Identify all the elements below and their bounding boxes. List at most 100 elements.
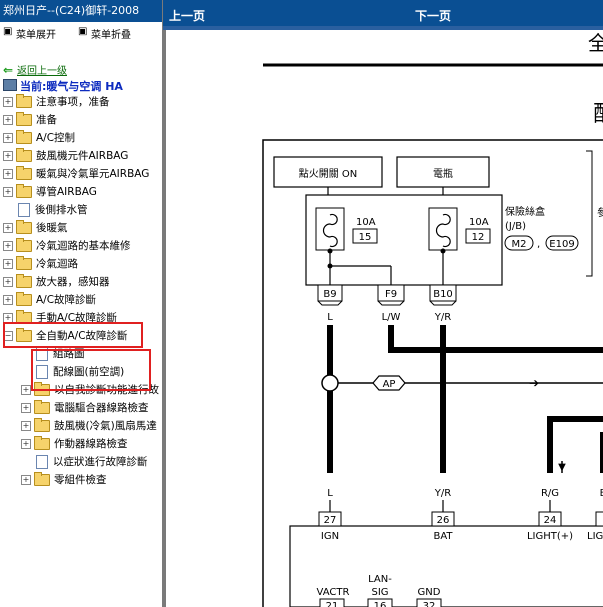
back-arrow-icon: ⇐ (3, 63, 14, 77)
tree-item[interactable]: + 放大器，感知器 (3, 274, 110, 290)
back-link[interactable]: ⇐返回上一级 (3, 62, 67, 77)
tree-item-label[interactable]: 電腦驅合器線路檢查 (54, 402, 149, 414)
highlight-box-document (31, 349, 151, 391)
window-title: 郑州日产--(C24)御轩-2008 (0, 0, 162, 22)
tree-item-label[interactable]: 准备 (36, 114, 57, 126)
folder-icon (16, 220, 32, 234)
wire-label-yr-lower: Y/R (434, 488, 451, 499)
tree-item[interactable]: +以症狀進行故障診斷 (21, 454, 148, 470)
tree-item[interactable]: + A/C故障診斷 (3, 292, 96, 308)
fuse-12-rating: 10A (469, 217, 489, 228)
expand-node-icon[interactable]: + (3, 295, 13, 305)
expand-node-icon[interactable]: + (3, 115, 13, 125)
jb-label: (J/B) (505, 221, 526, 232)
tree-item[interactable]: + 冷氣迴路的基本維修 (3, 238, 131, 254)
tree-item[interactable]: + 鼓風機(冷氣)風扇馬達 (21, 418, 157, 434)
prev-page-button[interactable]: 上一页 (169, 9, 206, 23)
pin-32-label: 32 (423, 601, 436, 607)
expand-node-icon[interactable]: + (21, 421, 31, 431)
tree-item-label[interactable]: 手動A/C故障診斷 (36, 312, 118, 324)
folder-icon (16, 148, 32, 162)
tree-item-label[interactable]: 鼓風機(冷氣)風扇馬達 (54, 420, 157, 432)
collapse-icon[interactable]: ▣ (78, 26, 88, 37)
expand-node-icon[interactable]: + (3, 97, 13, 107)
tree-item[interactable]: + 導管AIRBAG (3, 184, 97, 200)
document-icon (36, 365, 48, 379)
pin-lan-label: LAN- (368, 574, 392, 585)
expand-node-icon[interactable]: + (3, 277, 13, 287)
fuse-box-label: 保險絲盒 (505, 205, 545, 218)
wiring-diagram: 全 配 點火開關 ON 電瓶 10A 15 10A 12 (262, 31, 603, 607)
down-arrow-icon: ▼ (558, 462, 566, 473)
tree-item-label[interactable]: 注意事项，准备 (36, 96, 110, 108)
tree-item[interactable]: +配線圖(前空調) (21, 364, 124, 380)
tree-item-label[interactable]: 作動器線路檢查 (54, 438, 128, 450)
tree-item-label[interactable]: A/C故障診斷 (36, 294, 97, 306)
tree-item[interactable]: + 作動器線路檢查 (21, 436, 128, 452)
pin-light-label: LIGHT(+) (527, 531, 573, 542)
tree-item-label[interactable]: 冷氣迴路 (36, 258, 78, 270)
pin-bat-label: BAT (433, 531, 453, 542)
expand-node-icon[interactable]: + (3, 187, 13, 197)
expand-icon[interactable]: ▣ (3, 26, 13, 37)
tree-item[interactable]: +手動A/C故障診斷 (3, 310, 117, 326)
folder-icon (16, 256, 32, 270)
folder-icon (34, 400, 50, 414)
tree-item-label[interactable]: 後暖氣 (36, 222, 68, 234)
expand-node-icon[interactable]: + (3, 223, 13, 233)
tree-item-label[interactable]: 零組件檢查 (54, 474, 107, 486)
tree-item-label[interactable]: 冷氣迴路的基本維修 (36, 240, 131, 252)
tree-item-label[interactable]: A/C控制 (36, 132, 76, 144)
tree-item[interactable]: + 注意事项，准备 (3, 94, 110, 110)
tree-item[interactable]: + 准备 (3, 112, 57, 128)
expand-node-icon[interactable]: + (3, 133, 13, 143)
tree-item[interactable]: + 後暖氣 (3, 220, 68, 236)
fuse-box-bracket (586, 150, 593, 277)
pin-21-label: 21 (326, 601, 339, 607)
expand-node-icon[interactable]: + (3, 151, 13, 161)
tree-item-label[interactable]: 後側排水管 (35, 204, 88, 216)
tree-item[interactable]: + 電腦驅合器線路檢查 (21, 400, 149, 416)
folder-icon (34, 472, 50, 486)
tree-item-label[interactable]: 鼓風機元件AIRBAG (36, 150, 129, 162)
next-page-button[interactable]: 下一页 (415, 9, 452, 23)
diagram-subtitle-fragment: 配 (593, 102, 603, 127)
tree-item-label[interactable]: 暖氣與冷氣單元AIRBAG (36, 168, 150, 180)
tree-item[interactable]: −全自動A/C故障診斷 (3, 328, 128, 344)
highlight-box-folder (3, 322, 143, 348)
tree-item-label[interactable]: 導管AIRBAG (36, 186, 97, 198)
expand-node-icon[interactable]: + (21, 475, 31, 485)
tree-item[interactable]: + 零組件檢查 (21, 472, 107, 488)
tree-item-label[interactable]: 全自動A/C故障診斷 (36, 330, 128, 342)
expand-node-icon[interactable]: + (21, 439, 31, 449)
pin-24-label: 24 (544, 515, 557, 526)
expand-node-icon[interactable]: + (3, 259, 13, 269)
connector-b10-label: B10 (433, 289, 453, 300)
tree-item[interactable]: + 暖氣與冷氣單元AIRBAG (3, 166, 149, 182)
expand-node-icon[interactable]: + (3, 169, 13, 179)
back-link-label[interactable]: 返回上一级 (17, 66, 67, 77)
tree-item-label[interactable]: 配線圖(前空調) (53, 366, 125, 378)
expand-node-icon[interactable]: + (21, 385, 31, 395)
tree-item[interactable]: + 冷氣迴路 (3, 256, 78, 272)
menu-expand-button[interactable]: 菜单展开 (16, 30, 56, 41)
expand-node-icon[interactable]: + (3, 241, 13, 251)
folder-icon (16, 274, 32, 288)
tree-item[interactable]: +後側排水管 (3, 202, 88, 218)
fuse-15-element-icon (322, 213, 338, 248)
menu-collapse-button[interactable]: 菜单折叠 (91, 30, 131, 41)
tree-item[interactable]: + 鼓風機元件AIRBAG (3, 148, 128, 164)
fuse-12-number-box (465, 228, 491, 244)
tree-item-label[interactable]: 以症狀進行故障診斷 (53, 456, 148, 468)
connector-separator: , (537, 239, 540, 250)
wire-label-yr: Y/R (434, 312, 451, 323)
tree-item[interactable]: + A/C控制 (3, 130, 75, 146)
computer-icon (3, 79, 17, 91)
ap-tag (372, 375, 406, 391)
pin-16-label: 16 (374, 601, 387, 607)
expand-node-icon[interactable]: + (21, 403, 31, 413)
tree-item-label[interactable]: 組路圖 (53, 348, 85, 360)
pin-gnd-label: GND (418, 587, 441, 598)
tree-item-label[interactable]: 放大器，感知器 (36, 276, 110, 288)
pin-light-2-label: LIGH (587, 531, 603, 542)
